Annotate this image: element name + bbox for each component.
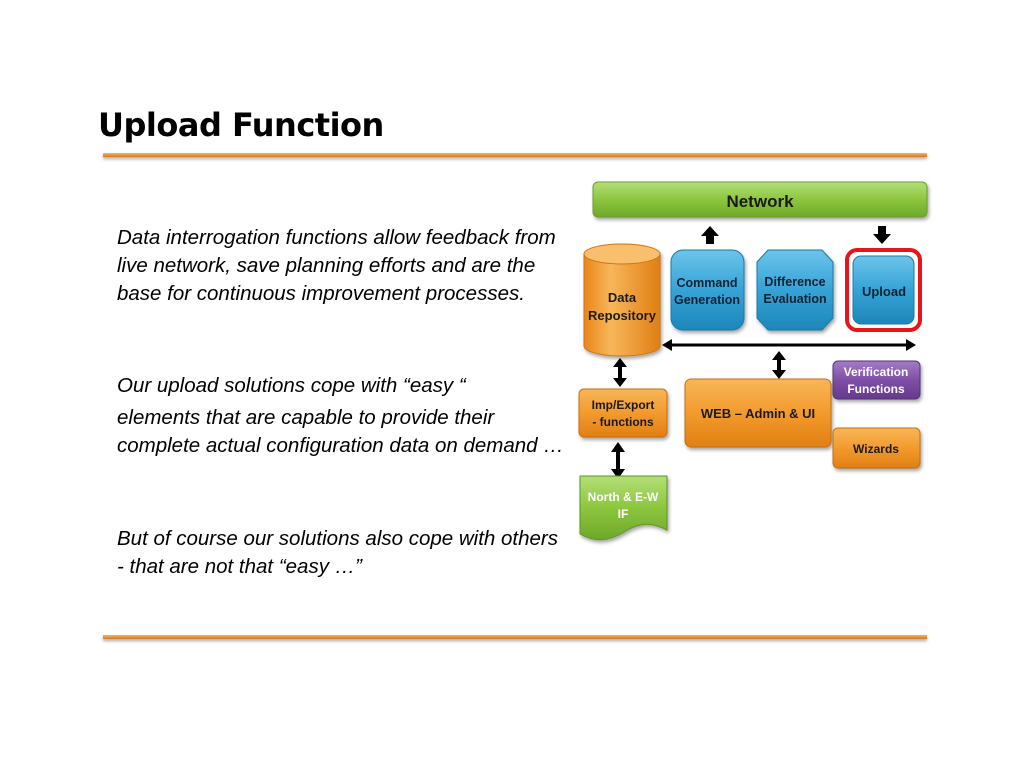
paragraph-upload-solutions: Our upload solutions cope with “easy “	[117, 374, 466, 397]
imp-export-label-line2: - functions	[592, 415, 654, 429]
paragraph-data-interrogation: Data interrogation functions allow feedb…	[117, 226, 556, 305]
difference-evaluation-label-line1: Difference	[764, 275, 825, 289]
bus-double-arrow	[662, 339, 916, 351]
verification-functions-label-line2: Functions	[847, 382, 905, 396]
arrow-bus-web	[772, 351, 786, 379]
difference-evaluation-node: Difference Evaluation	[756, 249, 834, 331]
north-ew-if-node: North & E-W IF	[579, 475, 668, 541]
bottom-divider	[103, 635, 927, 639]
arrow-command-to-network	[701, 226, 719, 244]
north-ew-if-label-line2: IF	[618, 507, 629, 521]
command-generation-label-line1: Command	[676, 276, 737, 290]
wizards-node: Wizards	[832, 427, 921, 469]
top-divider	[103, 153, 927, 157]
arrow-importexport-interface	[611, 442, 625, 479]
network-label: Network	[726, 192, 794, 211]
upload-label: Upload	[862, 284, 906, 299]
command-generation-node: Command Generation	[670, 249, 745, 331]
network-node: Network	[592, 181, 928, 218]
verification-functions-label-line1: Verification	[844, 365, 909, 379]
data-repository-node: Data Repository	[583, 243, 661, 357]
imp-export-node: Imp/Export - functions	[578, 388, 668, 438]
web-admin-ui-node: WEB – Admin & UI	[684, 378, 832, 448]
command-generation-label-line2: Generation	[674, 293, 740, 307]
imp-export-label-line1: Imp/Export	[592, 398, 655, 412]
paragraph-other-elements: But of course our solutions also cope wi…	[117, 527, 558, 578]
web-admin-ui-label: WEB – Admin & UI	[701, 406, 815, 421]
arrow-repository-importexport	[613, 358, 627, 387]
wizards-label: Wizards	[853, 442, 899, 456]
north-ew-if-label-line1: North & E-W	[588, 490, 659, 504]
verification-functions-node: Verification Functions	[832, 360, 921, 400]
arrow-network-to-upload	[873, 226, 891, 244]
paragraph-capable-elements: elements that are capable to provide the…	[117, 406, 564, 457]
data-repository-label-line2: Repository	[588, 308, 657, 323]
upload-node: Upload	[845, 248, 922, 332]
data-repository-label-line1: Data	[608, 290, 637, 305]
slide-title: Upload Function	[98, 106, 384, 144]
difference-evaluation-label-line2: Evaluation	[763, 292, 826, 306]
